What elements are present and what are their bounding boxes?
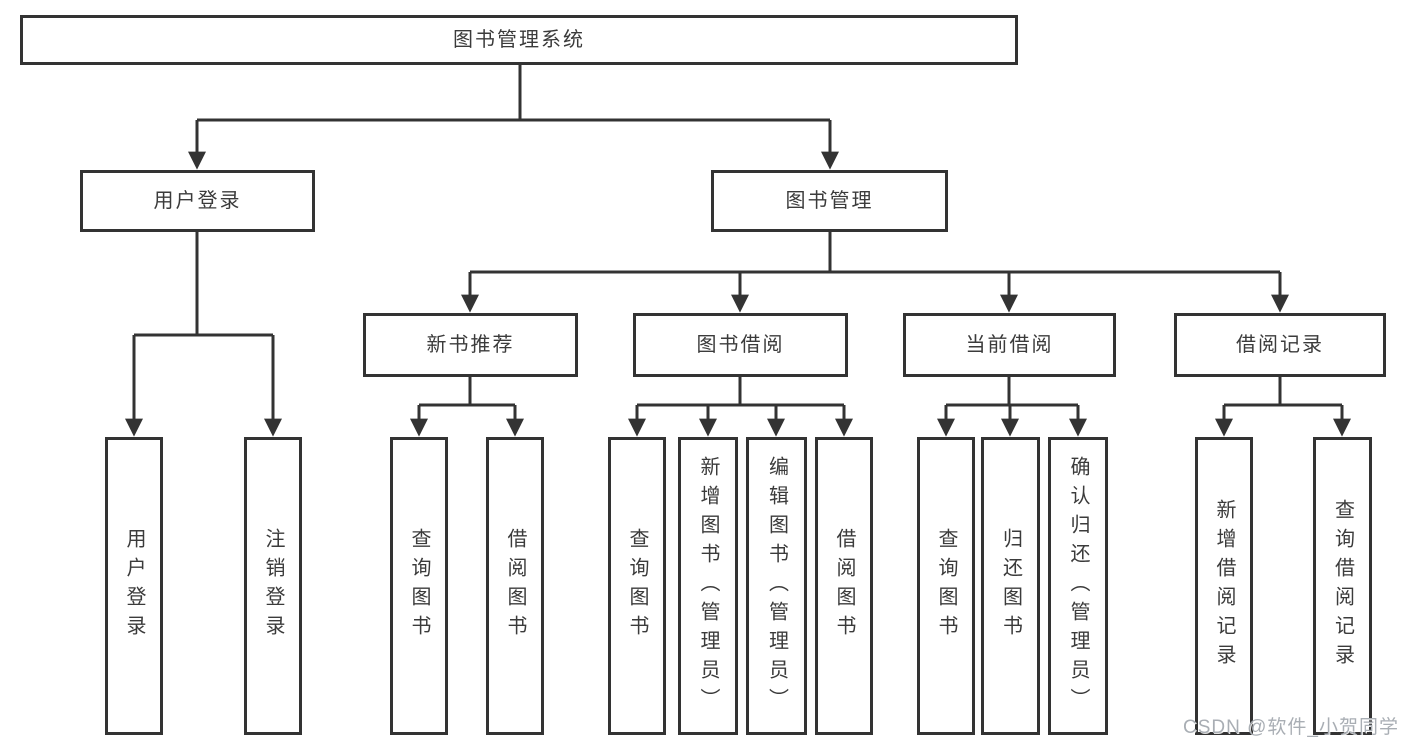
node-label: 借阅记录 (1236, 334, 1324, 356)
node-user-login: 用户登录 (80, 170, 315, 232)
node-label: 当前借阅 (965, 334, 1054, 356)
node-book-borrowing: 图书借阅 (633, 313, 848, 377)
leaf-query-borrow-record: 查询借阅记录 (1313, 437, 1372, 735)
node-borrowing-records: 借阅记录 (1174, 313, 1386, 377)
leaf-query-books: 查询图书 (608, 437, 666, 735)
node-label: 用户登录 (123, 528, 145, 644)
leaf-query-books: 查询图书 (390, 437, 448, 735)
node-label: 新增图书（管理员） (697, 455, 719, 717)
node-label: 用户登录 (153, 190, 242, 212)
connector-new-book-rail (419, 377, 515, 407)
leaf-query-books: 查询图书 (917, 437, 975, 735)
connector-user-login-rail (134, 232, 273, 337)
leaf-borrow-books: 借阅图书 (486, 437, 544, 735)
leaf-confirm-return-admin: 确认归还（管理员） (1048, 437, 1108, 735)
connector-records-rail (1224, 377, 1342, 407)
connector-book-borrowing-rail (637, 377, 844, 407)
node-label: 确认归还（管理员） (1067, 455, 1089, 717)
leaf-return-books: 归还图书 (981, 437, 1040, 735)
node-library-management-system: 图书管理系统 (20, 15, 1018, 65)
leaf-borrow-books: 借阅图书 (815, 437, 873, 735)
node-label: 图书管理 (785, 190, 874, 212)
leaf-add-borrow-record: 新增借阅记录 (1195, 437, 1253, 735)
leaf-logout: 注销登录 (244, 437, 302, 735)
node-label: 借阅图书 (833, 528, 855, 644)
node-label: 新书推荐 (426, 334, 515, 356)
node-label: 归还图书 (999, 528, 1022, 644)
connector-current-borrowing-rail (946, 377, 1078, 407)
leaf-edit-books-admin: 编辑图书（管理员） (746, 437, 807, 735)
node-label: 查询图书 (935, 528, 957, 644)
node-label: 借阅图书 (504, 528, 526, 644)
node-label: 注销登录 (262, 528, 284, 644)
node-current-borrowing: 当前借阅 (903, 313, 1116, 377)
node-book-management: 图书管理 (711, 170, 948, 232)
node-label: 查询图书 (408, 528, 430, 644)
watermark: CSDN @软件_小贺同学 (1183, 717, 1399, 738)
node-label: 图书管理系统 (453, 29, 585, 51)
connector-book-management-rail (470, 232, 1280, 274)
node-new-book-recommendation: 新书推荐 (363, 313, 578, 377)
node-label: 图书借阅 (696, 334, 785, 356)
leaf-user-login: 用户登录 (105, 437, 163, 735)
node-label: 编辑图书（管理员） (765, 455, 788, 717)
node-label: 查询借阅记录 (1331, 499, 1354, 673)
leaf-add-books-admin: 新增图书（管理员） (678, 437, 738, 735)
node-label: 新增借阅记录 (1213, 499, 1235, 673)
connector-root-rail (197, 65, 830, 122)
node-label: 查询图书 (626, 528, 648, 644)
